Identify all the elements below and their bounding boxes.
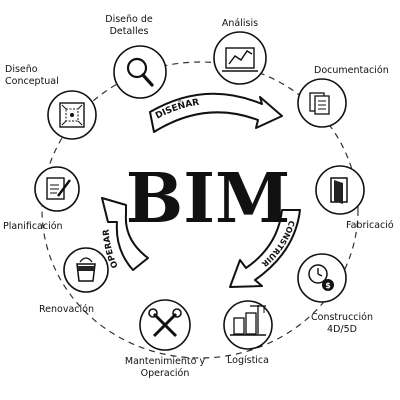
stage-planificacion xyxy=(34,166,80,212)
tools-icon xyxy=(148,308,182,338)
magnifier-icon xyxy=(126,57,154,87)
label-planificacion: Planificación xyxy=(3,221,63,232)
buildings-crane-icon xyxy=(230,305,266,336)
label-renovacion: Renovación xyxy=(39,304,94,315)
blueprint-icon xyxy=(59,102,85,128)
arrow-disenar: DISEÑAR xyxy=(149,92,283,133)
stage-mantenimiento xyxy=(139,299,191,351)
stage-construccion: $ xyxy=(297,253,347,303)
label-documentacion: Documentación xyxy=(314,65,389,76)
stage-diseno-detalles xyxy=(113,45,167,99)
bim-title: BIM xyxy=(126,159,291,239)
label-mantenimiento: Mantenimiento y Operación xyxy=(124,356,206,379)
stage-analisis xyxy=(213,31,267,85)
label-diseno-conceptual: Diseño Conceptual xyxy=(5,64,59,87)
cycle-dashed-ring xyxy=(41,61,359,359)
svg-text:$: $ xyxy=(325,281,331,290)
stage-documentacion xyxy=(297,78,347,128)
stage-renovacion xyxy=(63,247,109,293)
stage-logistica xyxy=(223,300,273,350)
label-analisis: Análisis xyxy=(221,18,259,29)
label-diseno-detalles: Diseño de Detalles xyxy=(105,14,153,37)
stage-fabricacion xyxy=(315,165,365,215)
label-construccion: Construcción 4D/5D xyxy=(311,312,373,335)
stage-diseno-conceptual xyxy=(47,90,97,140)
door-icon xyxy=(330,177,348,204)
label-logistica: Logística xyxy=(227,355,269,366)
label-fabricacion: Fabricació xyxy=(346,220,394,231)
paint-bucket-icon xyxy=(76,257,96,282)
analysis-chart-icon xyxy=(222,47,258,72)
clock-dollar-icon: $ xyxy=(308,264,334,291)
documents-icon xyxy=(309,92,330,115)
clipboard-pencil-icon xyxy=(46,177,71,200)
